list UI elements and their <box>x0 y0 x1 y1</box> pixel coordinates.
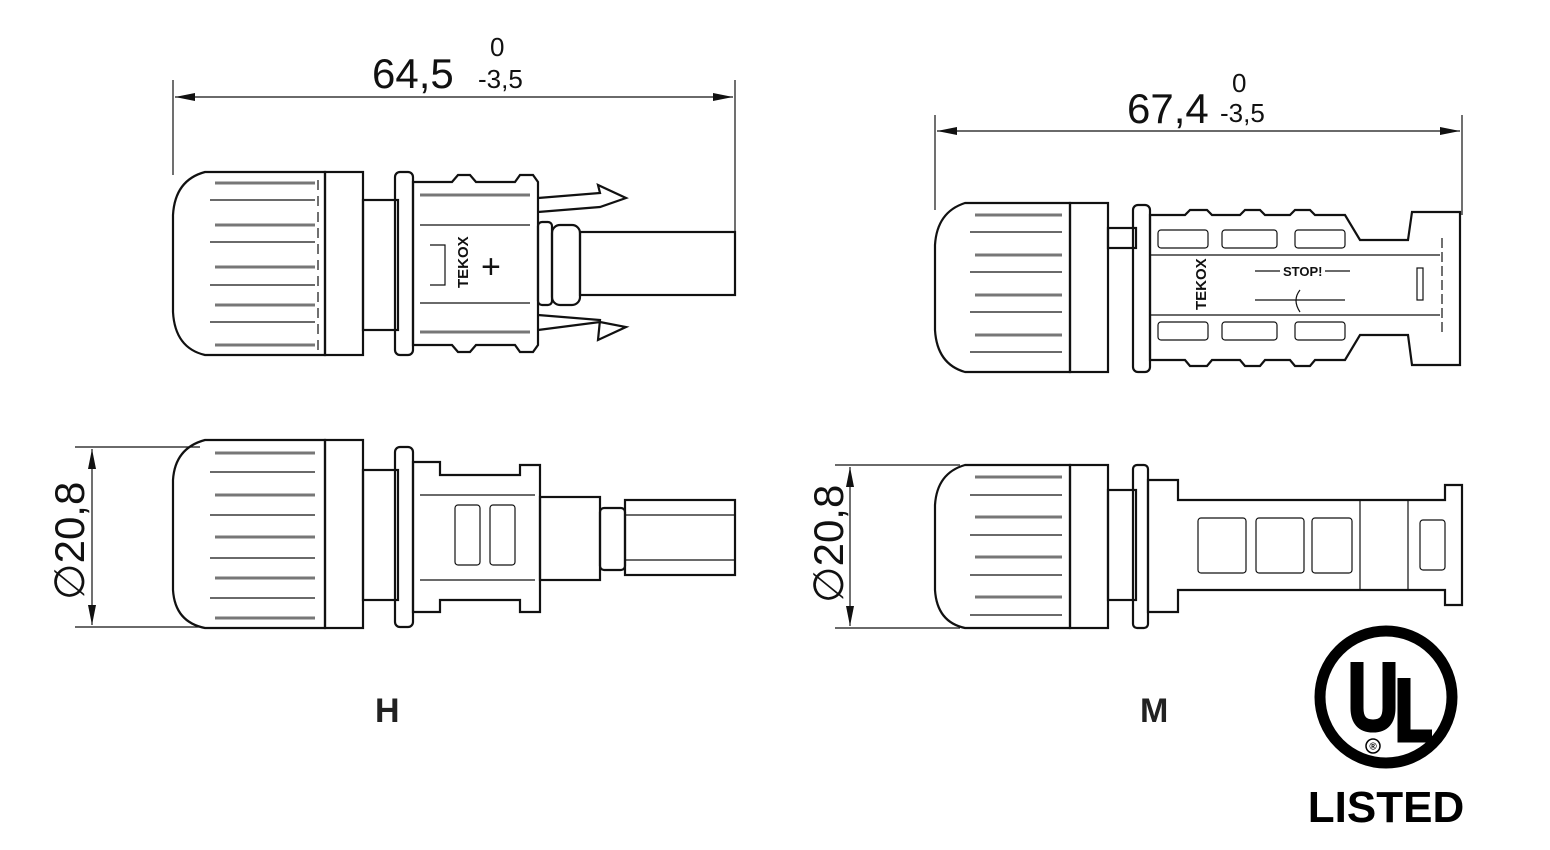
h-length-dimension: 64,5 0 -3,5 <box>172 32 736 235</box>
m-length-value: 67,4 <box>1127 85 1209 132</box>
m-top-view: TEKOX STOP! <box>933 201 1462 374</box>
h-tol-lower: -3,5 <box>478 64 523 94</box>
registered-symbol: ® <box>1369 742 1377 753</box>
m-unlock-symbol <box>1255 289 1345 313</box>
h-diameter-dimension: ∅20,8 <box>46 446 200 628</box>
h-diameter-value: ∅20,8 <box>46 482 93 600</box>
ul-listed-text: LISTED <box>1308 783 1464 832</box>
m-length-dimension: 67,4 0 -3,5 <box>934 68 1463 215</box>
ul-mark-l <box>1397 678 1432 743</box>
h-polarity-symbol: + <box>481 248 501 286</box>
ul-mark-u <box>1350 662 1396 733</box>
h-tol-upper: 0 <box>490 32 504 62</box>
h-side-view <box>171 438 737 630</box>
h-length-value: 64,5 <box>372 50 454 97</box>
m-tol-upper: 0 <box>1232 68 1246 98</box>
m-stop-text: STOP! <box>1283 264 1323 279</box>
m-side-view <box>933 463 1464 630</box>
m-view-label: M <box>1140 692 1168 730</box>
m-diameter-value: ∅20,8 <box>805 485 852 603</box>
h-view-label: H <box>375 692 400 730</box>
m-brand-text: TEKOX <box>1193 258 1210 310</box>
m-diameter-dimension: ∅20,8 <box>805 464 960 629</box>
h-top-view: TEKOX + <box>171 170 737 357</box>
m-tol-lower: -3,5 <box>1220 98 1265 128</box>
h-brand-text: TEKOX <box>455 236 472 288</box>
ul-listed-logo: ® LISTED <box>1308 625 1464 832</box>
